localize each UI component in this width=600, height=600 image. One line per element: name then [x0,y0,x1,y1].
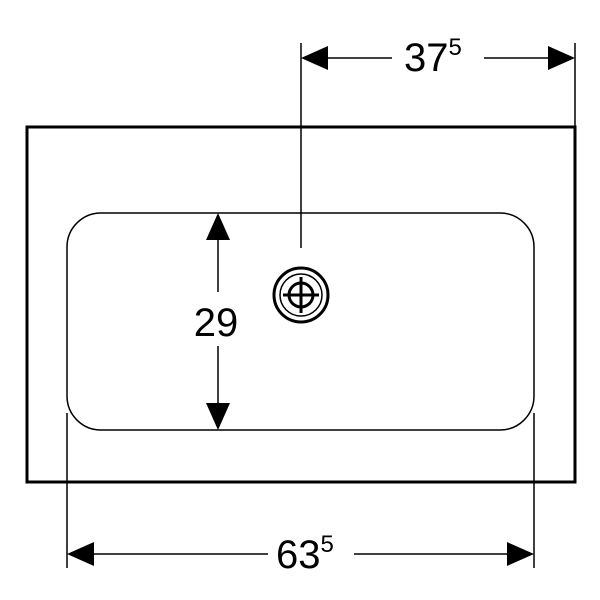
top-dim-label: 375 [404,34,462,80]
bottom-dim-arrow-right [507,542,534,566]
top-dim-arrow-right [548,46,575,70]
bottom-dim-superscript: 5 [321,531,334,558]
bottom-dim-arrow-left [67,542,94,566]
top-dim-value: 37 [404,36,449,80]
bottom-dim-label: 635 [276,531,334,577]
vertical-dim-arrow-top [206,213,230,240]
drain-icon [272,266,330,324]
bottom-dim-value: 63 [276,533,321,577]
top-dim-arrow-left [301,46,328,70]
top-dim-superscript: 5 [449,34,462,61]
vertical-dim-label: 29 [194,301,239,345]
vertical-dim-arrow-bottom [206,403,230,430]
